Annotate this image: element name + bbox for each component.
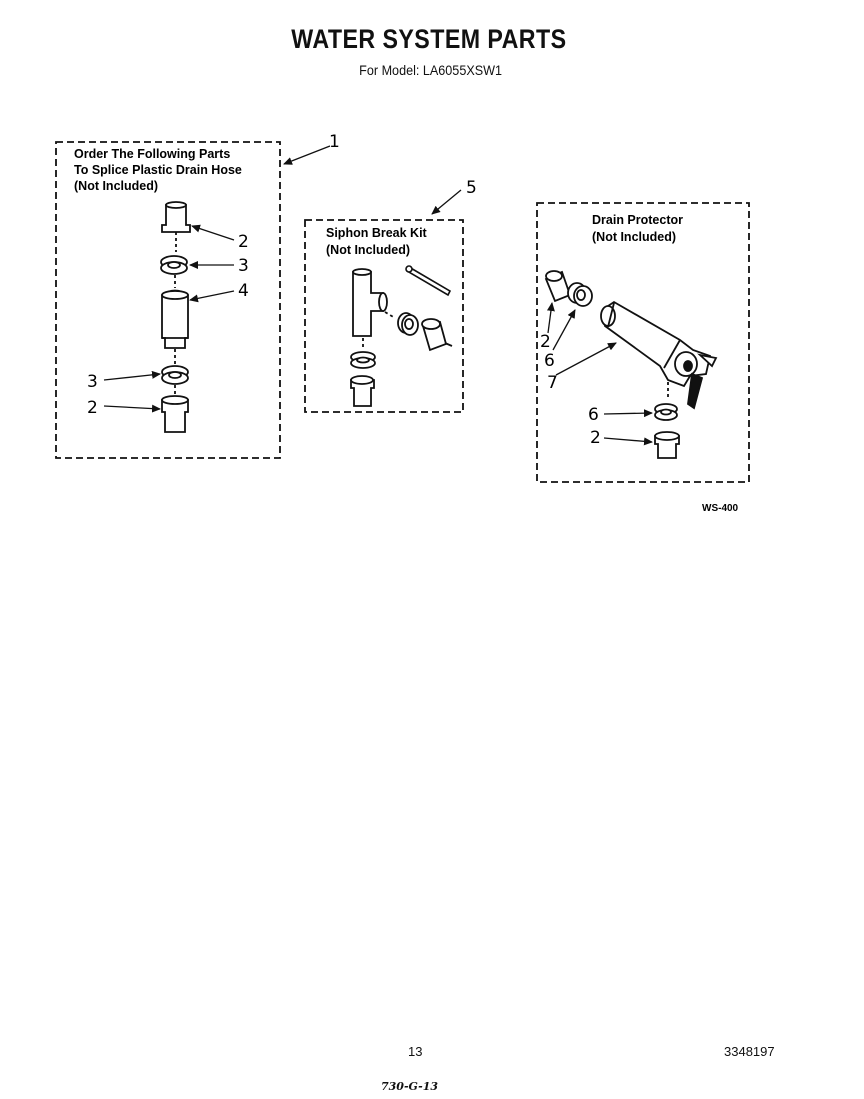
drain-box-title-line2: (Not Included) bbox=[592, 230, 676, 244]
siphon-adapter-lower bbox=[350, 375, 375, 407]
drain-adapter-upper bbox=[544, 270, 572, 303]
siphon-box-title-line2: (Not Included) bbox=[326, 243, 410, 257]
callout-5: 5 bbox=[466, 178, 477, 198]
page-title: WATER SYSTEM PARTS bbox=[291, 24, 567, 54]
callout-6-drain-upper: 6 bbox=[544, 351, 555, 371]
model-subtitle: For Model: LA6055XSW1 bbox=[359, 62, 503, 78]
hose-clamp-top bbox=[160, 255, 188, 288]
siphon-tee bbox=[352, 268, 396, 350]
callout-2-bottom: 2 bbox=[87, 398, 98, 418]
callout-2-drain-upper: 2 bbox=[540, 332, 551, 352]
hose-adapter-bottom bbox=[161, 395, 189, 433]
hose-coupling bbox=[161, 289, 189, 365]
callout-3-top: 3 bbox=[238, 256, 249, 276]
page-number: 13 bbox=[408, 1044, 423, 1059]
callout-7: 7 bbox=[547, 373, 558, 393]
drain-protector-body bbox=[600, 300, 718, 410]
callout-1: 1 bbox=[329, 132, 340, 152]
siphon-clamp-lower bbox=[350, 351, 376, 369]
hose-adapter-top bbox=[161, 201, 191, 252]
splice-box-title-line3: (Not Included) bbox=[74, 179, 158, 193]
callout-6-drain-lower: 6 bbox=[588, 405, 599, 425]
hose-clamp-bottom bbox=[161, 365, 189, 396]
figure-code: WS-400 bbox=[702, 503, 739, 514]
splice-box-title-line2: To Splice Plastic Drain Hose bbox=[74, 163, 242, 177]
callout-2-drain-lower: 2 bbox=[590, 428, 601, 448]
drain-box-title-line1: Drain Protector bbox=[592, 213, 683, 227]
callout-3-bottom: 3 bbox=[87, 372, 98, 392]
document-number: 3348197 bbox=[724, 1044, 775, 1059]
siphon-clamp bbox=[397, 312, 419, 336]
handwritten-code: 730-G-13 bbox=[381, 1080, 438, 1093]
siphon-break-kit-box bbox=[304, 219, 464, 413]
callout-4: 4 bbox=[238, 281, 249, 301]
siphon-cap bbox=[421, 318, 453, 352]
drain-adapter-lower bbox=[654, 431, 680, 459]
drain-clamp-lower bbox=[654, 403, 678, 421]
drain-protector-box bbox=[536, 202, 750, 483]
drain-clamp-upper bbox=[567, 282, 593, 307]
callout-2-top: 2 bbox=[238, 232, 249, 252]
siphon-box-title-line1: Siphon Break Kit bbox=[326, 226, 428, 240]
splice-box-title-line1: Order The Following Parts bbox=[74, 147, 230, 161]
splice-parts-box bbox=[55, 141, 281, 459]
siphon-hose-pin bbox=[405, 265, 452, 297]
